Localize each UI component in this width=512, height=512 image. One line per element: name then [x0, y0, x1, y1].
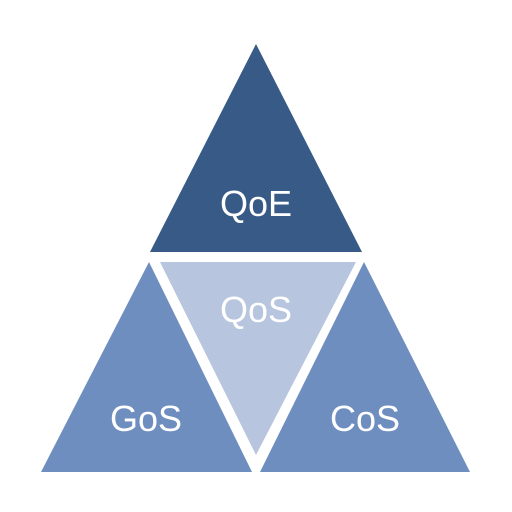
cos-label: CoS	[330, 398, 400, 439]
qoe-label: QoE	[220, 183, 292, 224]
qos-label: QoS	[220, 289, 292, 330]
qoe-triangle	[150, 44, 362, 252]
gos-triangle	[41, 262, 252, 472]
cos-triangle	[260, 262, 470, 472]
gos-label: GoS	[110, 398, 182, 439]
qos-triangle	[160, 262, 356, 455]
